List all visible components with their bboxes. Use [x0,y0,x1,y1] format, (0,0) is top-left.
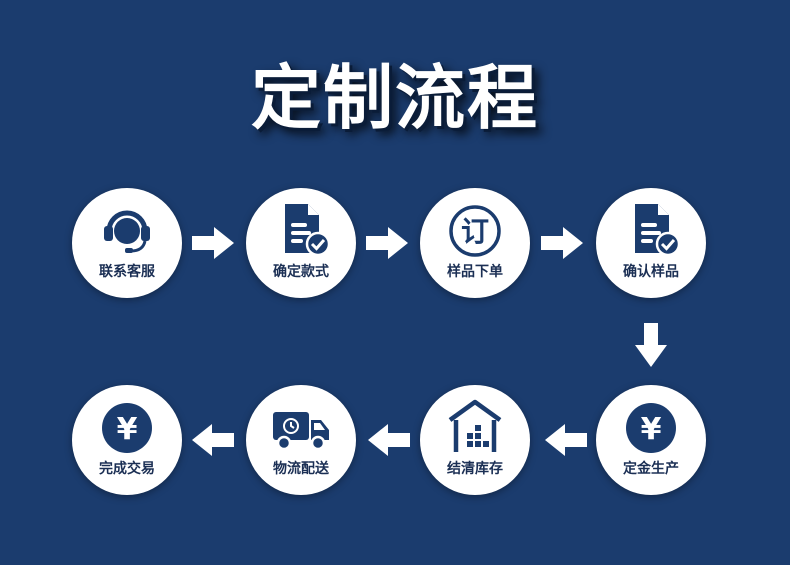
step-label: 联系客服 [99,264,155,280]
arrow-left-icon [368,424,410,456]
step-label: 样品下单 [447,264,503,280]
document-check-icon [285,204,331,257]
arrow-right-icon [541,227,583,259]
yuan-symbol: ¥ [117,412,138,447]
arrow-right-icon [366,227,408,259]
step-confirm-style: 确定款式 [246,188,356,298]
step-confirm-sample: 确认样品 [596,188,706,298]
step-contact-service: 联系客服 [72,188,182,298]
page-title: 定制流程 [251,57,539,139]
yuan-symbol: ¥ [641,412,662,447]
step-label: 定金生产 [623,461,679,477]
step-complete-transaction: ¥ 完成交易 [72,385,182,495]
step-logistics-delivery: 物流配送 [246,385,356,495]
step-label: 完成交易 [99,461,155,477]
step-sample-order: 订 样品下单 [420,188,530,298]
arrow-right-icon [192,227,234,259]
warehouse-icon [448,399,502,452]
headset-icon [104,210,150,253]
order-seal-text: 订 [461,215,489,248]
step-clear-inventory: 结清库存 [420,385,530,495]
step-deposit-production: ¥ 定金生产 [596,385,706,495]
arrow-left-icon [545,424,587,456]
delivery-truck-icon [273,412,329,451]
yuan-coin-icon: ¥ [102,403,152,453]
step-label: 确认样品 [623,264,679,280]
yuan-coin-icon: ¥ [626,403,676,453]
arrow-down-icon [635,323,667,367]
arrow-left-icon [192,424,234,456]
order-seal-icon: 订 [449,205,501,257]
step-label: 物流配送 [273,461,329,477]
document-check-icon [635,204,681,257]
step-label: 确定款式 [273,264,329,280]
step-label: 结清库存 [447,461,503,477]
